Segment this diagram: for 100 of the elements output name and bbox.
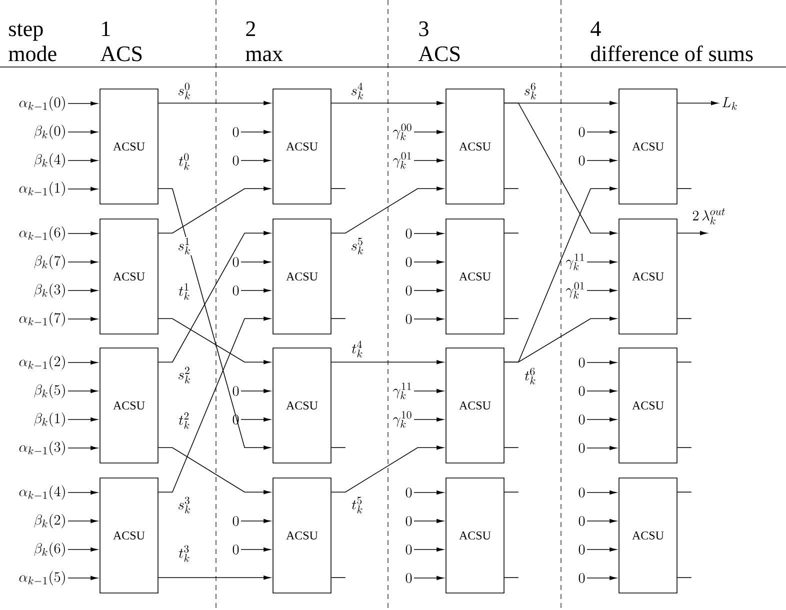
input-label: $\gamma_k^{01}$ xyxy=(566,282,584,299)
arrow xyxy=(68,101,98,106)
arrow xyxy=(414,547,444,552)
arrow xyxy=(504,316,617,362)
input-label: $\gamma_k^{10}$ xyxy=(393,411,412,428)
arrow xyxy=(158,316,271,492)
input-label: $0$ xyxy=(406,286,412,296)
arrow xyxy=(331,186,444,234)
arrow xyxy=(68,417,98,422)
arrow xyxy=(240,130,271,134)
arrow xyxy=(331,360,444,364)
input-label: $\gamma_k^{11}$ xyxy=(566,254,584,270)
arrow xyxy=(586,490,617,495)
column-header: mode xyxy=(8,46,56,62)
input-label: $0$ xyxy=(406,257,412,267)
input-label: $\alpha_{k-1}(4)$ xyxy=(19,485,65,500)
column-header: difference of sums xyxy=(591,46,753,62)
arrow xyxy=(586,576,617,580)
edge-label: $s_k^4$ xyxy=(350,82,365,100)
arrow xyxy=(68,130,98,134)
input-label: $\beta_k(5)$ xyxy=(34,384,65,398)
arrow xyxy=(586,158,617,163)
input-label: $0$ xyxy=(406,314,412,324)
arrow xyxy=(68,260,98,264)
arrow xyxy=(68,388,98,394)
acsu-box: ACSU xyxy=(618,348,678,464)
arrow xyxy=(586,446,617,450)
input-label: $0$ xyxy=(578,516,585,526)
arrow xyxy=(414,490,444,495)
arrow xyxy=(68,518,98,524)
acsu-box: ACSU xyxy=(446,348,504,464)
edge-label: $t_k^4$ xyxy=(350,340,364,358)
input-label: $\alpha_{k-1}(1)$ xyxy=(19,182,65,196)
input-label: $0$ xyxy=(406,516,412,526)
arrow xyxy=(586,360,617,365)
input-label: $0$ xyxy=(232,127,239,137)
arrow xyxy=(240,518,271,524)
edge-label: $t_k^2$ xyxy=(178,411,192,430)
arrow xyxy=(414,231,444,236)
arrow xyxy=(586,547,617,552)
arrow xyxy=(414,288,444,293)
acsu-box: ACSU xyxy=(272,218,332,334)
input-label: $\beta_k(3)$ xyxy=(34,283,65,298)
arrow xyxy=(68,231,98,236)
arrow xyxy=(586,130,617,134)
column-header: max xyxy=(246,50,283,62)
input-label: $0$ xyxy=(232,257,239,267)
arrow xyxy=(586,388,617,394)
arrow xyxy=(68,316,98,322)
arrow xyxy=(414,388,444,394)
output-label: $2\,\lambda_k^{out}$ xyxy=(692,208,725,224)
arrow xyxy=(586,288,617,293)
acsu-box: ACSU xyxy=(618,478,678,594)
edge-label: $s_k^0$ xyxy=(176,82,192,100)
output-label: $L_k$ xyxy=(722,97,737,110)
arrow xyxy=(68,288,98,293)
arrow xyxy=(331,446,444,492)
input-label: $0$ xyxy=(578,544,585,554)
acsu-box: ACSU xyxy=(100,348,158,464)
input-label: $0$ xyxy=(578,358,585,368)
edge-label: $s_k^6$ xyxy=(522,82,538,100)
arrow xyxy=(240,547,271,552)
input-label: $\alpha_{k-1}(6)$ xyxy=(19,226,65,241)
input-label: $\gamma_k^{00}$ xyxy=(393,124,412,140)
arrow xyxy=(677,231,707,236)
arrow xyxy=(158,447,271,494)
input-label: $0$ xyxy=(578,573,585,583)
edge-label: $t_k^3$ xyxy=(178,544,192,563)
arrow xyxy=(68,446,98,450)
input-label: $\gamma_k^{01}$ xyxy=(393,152,411,169)
arrow xyxy=(158,231,271,362)
input-label: $\alpha_{k-1}(7)$ xyxy=(19,312,65,326)
acsu-box: ACSU xyxy=(272,478,332,594)
acsu-box: ACSU xyxy=(272,348,332,464)
input-label: $0$ xyxy=(232,516,239,526)
input-label: $\gamma_k^{11}$ xyxy=(393,382,411,400)
edge-label: $s_k^2$ xyxy=(176,366,192,384)
input-label: $0$ xyxy=(406,573,412,583)
edge-label: $s_k^5$ xyxy=(350,236,365,256)
edge-label: $t_k^6$ xyxy=(524,366,538,386)
arrow xyxy=(414,130,444,134)
acsu-box: ACSU xyxy=(446,478,504,594)
input-label: $0$ xyxy=(406,488,412,498)
arrow xyxy=(158,576,271,580)
arrow xyxy=(158,101,271,106)
acsu-box: ACSU xyxy=(618,218,678,334)
input-label: $\beta_k(6)$ xyxy=(34,542,65,557)
input-label: $0$ xyxy=(578,156,585,166)
input-label: $0$ xyxy=(232,286,239,296)
input-label: $\alpha_{k-1}(5)$ xyxy=(19,570,65,586)
edge-label: $t_k^5$ xyxy=(350,496,364,514)
column-header: 4 xyxy=(590,22,601,36)
input-label: $0$ xyxy=(578,127,585,137)
arrow xyxy=(68,158,98,163)
input-label: $0$ xyxy=(232,156,239,166)
column-header: 1 xyxy=(102,21,110,36)
column-header: ACS xyxy=(418,46,460,62)
acsu-box: ACSU xyxy=(618,88,678,204)
input-label: $0$ xyxy=(578,488,585,498)
edge-label: $t_k^1$ xyxy=(178,282,192,301)
